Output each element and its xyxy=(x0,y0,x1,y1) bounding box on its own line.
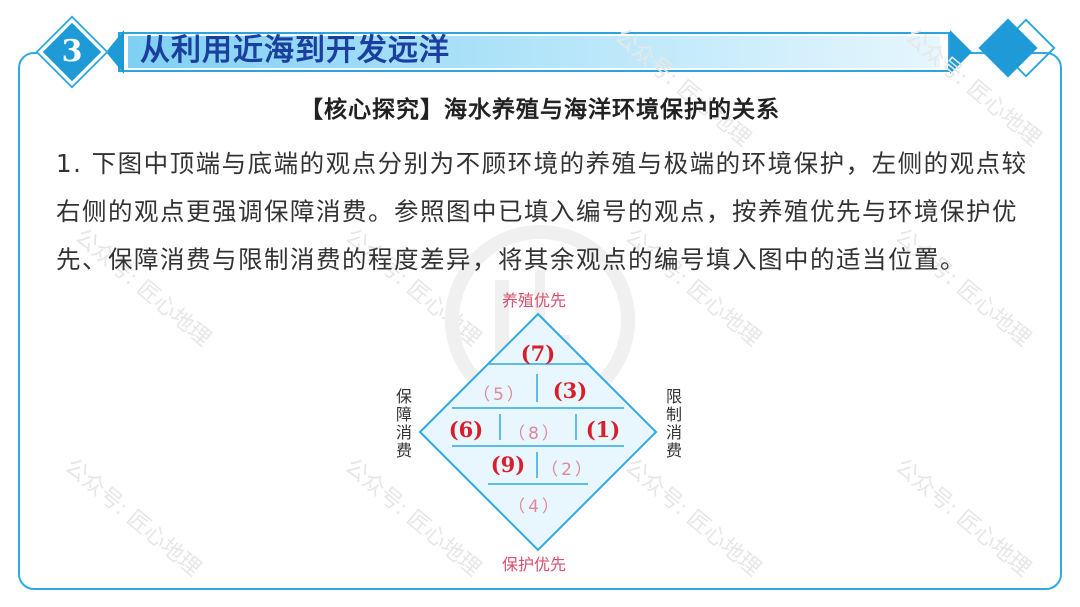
diagram-cell: （5） xyxy=(473,385,527,405)
opinion-diamond-diagram xyxy=(418,312,658,552)
diagram-cell: (1) xyxy=(585,417,621,442)
diagram-cell: (7) xyxy=(520,341,556,366)
diagram-cell: （4） xyxy=(508,497,562,517)
subheading: 【核心探究】海水养殖与海洋环境保护的关系 xyxy=(300,96,780,123)
section-number: 3 xyxy=(61,34,83,69)
pole-label-bottom: 保护优先 xyxy=(502,555,567,574)
pole-label-right: 限制消费 xyxy=(665,387,682,460)
diagram-cell: （2） xyxy=(541,460,595,480)
question-paragraph: 1. 下图中顶端与底端的观点分别为不顾环境的养殖与极端的环境保护，左侧的观点较右… xyxy=(56,149,1028,274)
pole-label-top: 养殖优先 xyxy=(502,291,567,310)
diagram-cell: (3) xyxy=(552,378,588,403)
header-arrow-left xyxy=(106,30,124,74)
diagram-cell: (9) xyxy=(490,452,526,477)
diagram-cell: （8） xyxy=(508,424,562,444)
diagram-cell: (6) xyxy=(448,417,484,442)
section-title: 从利用近海到开发远洋 xyxy=(140,33,450,68)
header-bar-fill xyxy=(128,36,940,68)
diamond-shape xyxy=(418,312,658,552)
pole-label-left: 保障消费 xyxy=(395,387,412,460)
header-arrow-right xyxy=(950,30,972,74)
